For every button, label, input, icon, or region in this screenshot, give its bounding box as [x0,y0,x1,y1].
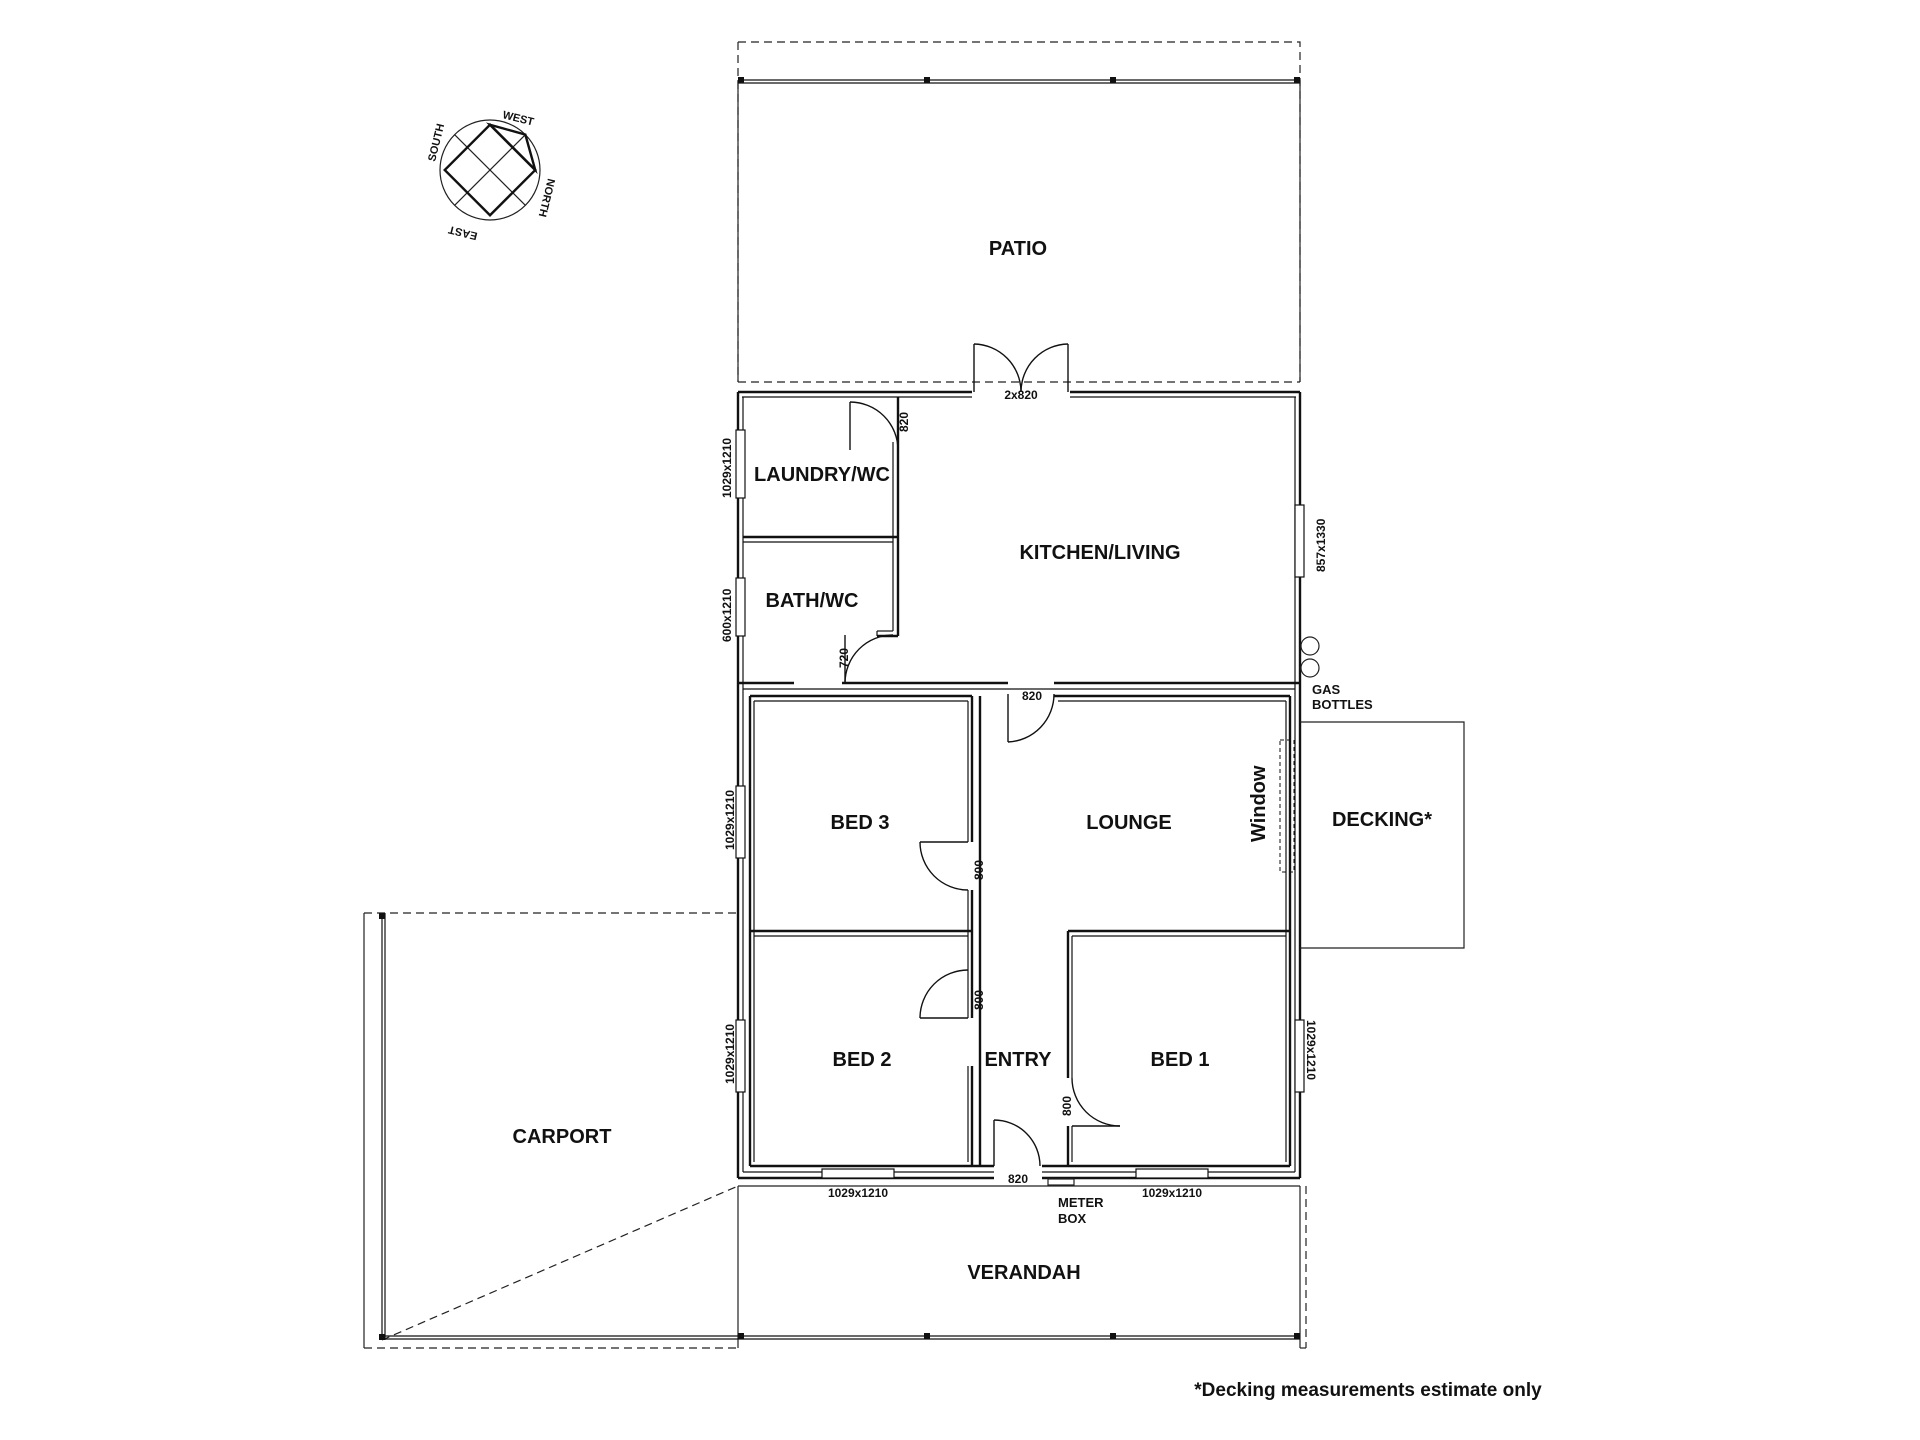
bed1-window-dim: 1029x1210 [1304,1020,1318,1080]
bath-door-dim: 720 [837,648,851,668]
front-window-right-icon [1135,1168,1209,1179]
verandah-area: VERANDAH [382,1185,1307,1349]
lounge-label: LOUNGE [1086,812,1172,834]
carport-label: CARPORT [513,1126,612,1148]
gas-bottle-icon [1300,658,1320,678]
compass-west-label: WEST [501,109,535,128]
bed1-label: BED 1 [1151,1049,1210,1071]
decking-label: DECKING* [1332,809,1432,831]
patio-double-door: 2x820 [973,343,1069,402]
decking-footnote: *Decking measurements estimate only [1194,1380,1542,1401]
bed1-door-dim: 800 [1060,1096,1074,1116]
compass-south-label: SOUTH [426,122,447,162]
window-label: Window [1248,765,1270,842]
decking-area: DECKING* [1300,721,1465,949]
laundry-label: LAUNDRY/WC [754,464,890,486]
carport-area: CARPORT [363,912,739,1349]
bedroom-walls [748,694,1292,1168]
kitchen-window-icon [1294,504,1305,578]
gas-bottle-icon [1300,636,1320,656]
front-window-left-icon [821,1168,895,1179]
front-window-right-dim: 1029x1210 [1142,1186,1202,1200]
patio-label: PATIO [989,238,1047,260]
compass: WEST NORTH SOUTH EAST [426,109,556,241]
front-window-left-dim: 1029x1210 [828,1186,888,1200]
laundry-door-dim: 820 [897,412,911,432]
entry-label: ENTRY [984,1049,1052,1071]
compass-north-arrow-icon [443,122,538,217]
bed3-window-dim: 1029x1210 [723,790,737,850]
bed3-window-icon [735,785,746,859]
lounge-door-dim: 820 [1022,689,1042,703]
bedroom-doors: 800 800 800 820 [919,841,1121,1186]
bed2-door-dim: 800 [972,990,986,1010]
bed1-window-icon [1294,1019,1305,1093]
bed2-window-dim: 1029x1210 [723,1024,737,1084]
laundry-window-icon [735,429,746,499]
kitchen-label: KITCHEN/LIVING [1019,542,1180,564]
meter-box-icon [1047,1178,1075,1186]
verandah-label: VERANDAH [967,1262,1080,1284]
bath-label: BATH/WC [766,590,859,612]
bed3-label: BED 3 [831,812,890,834]
entry-door-dim: 820 [1008,1172,1028,1186]
lounge-door: 820 [1007,689,1055,743]
meter-box: METER BOX [1047,1178,1104,1226]
patio-door-dim: 2x820 [1004,388,1038,402]
bath-window-icon [735,577,746,637]
compass-east-label: EAST [447,223,479,242]
patio-area: PATIO [737,41,1301,383]
laundry-bath-walls: 820 720 LAUNDRY/WC BATH/WC [743,397,911,684]
bed2-window-icon [735,1019,746,1093]
bed3-door-dim: 800 [972,860,986,880]
gas-label-line2: BOTTLES [1312,697,1373,712]
lounge-window-icon [1279,739,1295,873]
gas-label-line1: GAS [1312,682,1341,697]
bath-window-dim: 600x1210 [720,588,734,642]
meter-label-line1: METER [1058,1195,1104,1210]
laundry-window-dim: 1029x1210 [720,438,734,498]
meter-label-line2: BOX [1058,1211,1087,1226]
bed2-label: BED 2 [833,1049,892,1071]
gas-bottles: GAS BOTTLES [1300,636,1373,712]
kitchen-window-dim: 857x1330 [1314,518,1328,572]
